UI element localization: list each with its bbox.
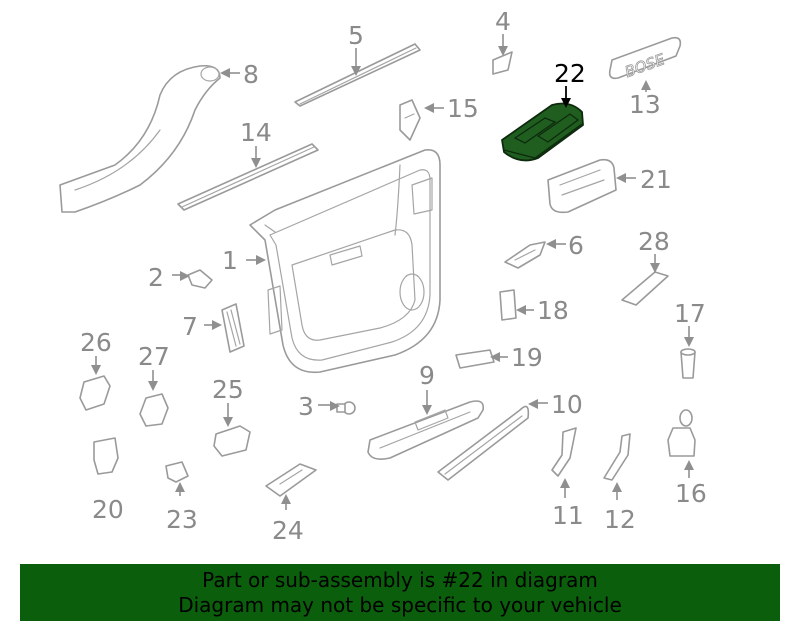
leader-lines — [91, 34, 694, 510]
callout-21: 21 — [640, 165, 672, 194]
callout-17: 17 — [674, 299, 706, 328]
callout-7: 7 — [182, 312, 198, 341]
callout-18: 18 — [537, 296, 569, 325]
callout-6: 6 — [568, 231, 584, 260]
callout-11: 11 — [552, 501, 584, 530]
part-8-weatherstrip — [59, 64, 221, 213]
callout-22-highlighted: 22 — [554, 59, 586, 88]
callout-3: 3 — [298, 392, 314, 421]
part-22-switch-bezel-highlighted — [501, 102, 584, 162]
part-28-trim — [621, 271, 669, 306]
part-13-emblem: BOSE — [608, 36, 682, 82]
part-5-belt-molding — [294, 43, 421, 107]
callout-14: 14 — [240, 118, 272, 147]
banner-line-2: Diagram may not be specific to your vehi… — [178, 593, 622, 617]
part-16-bulb-socket — [667, 409, 696, 457]
part-3-screw — [336, 401, 356, 415]
part-10-molding — [437, 405, 530, 481]
part-21-window-switch — [547, 158, 617, 214]
callout-26: 26 — [80, 328, 112, 357]
callout-labels: 1 2 3 4 5 6 7 8 9 10 11 12 13 14 15 16 1… — [80, 7, 707, 545]
part-27-switch — [139, 393, 169, 427]
callout-13: 13 — [629, 90, 661, 119]
part-11-bracket — [551, 427, 577, 477]
callout-10: 10 — [551, 390, 583, 419]
part-12-bracket — [603, 433, 631, 481]
part-17-bulb — [680, 348, 696, 379]
part-4-clip — [492, 51, 513, 75]
part-9-armrest — [367, 400, 485, 460]
part-25-switch — [213, 425, 251, 457]
callout-15: 15 — [447, 94, 479, 123]
callout-27: 27 — [138, 342, 170, 371]
part-18-switch — [499, 289, 517, 321]
part-6-handle-bracket — [504, 241, 546, 269]
part-23-clip — [165, 461, 189, 483]
banner-line-1: Part or sub-assembly is #22 in diagram — [202, 568, 598, 592]
callout-24: 24 — [272, 516, 304, 545]
callout-5: 5 — [348, 21, 364, 50]
callout-9: 9 — [419, 361, 435, 390]
callout-4: 4 — [495, 7, 511, 36]
callout-1: 1 — [222, 246, 238, 275]
part-14-molding — [177, 143, 319, 211]
callout-23: 23 — [166, 505, 198, 534]
part-20-switch — [93, 437, 119, 475]
callout-16: 16 — [675, 479, 707, 508]
callout-25: 25 — [212, 375, 244, 404]
part-26-switch — [79, 375, 111, 411]
callout-19: 19 — [511, 343, 543, 372]
part-1-door-trim-panel — [249, 148, 441, 374]
callout-8: 8 — [243, 60, 259, 89]
part-2-clip — [187, 269, 213, 289]
callout-2: 2 — [148, 263, 164, 292]
parts-diagram: BOSE — [59, 7, 707, 545]
callout-20: 20 — [92, 495, 124, 524]
info-banner: Part or sub-assembly is #22 in diagram D… — [20, 564, 780, 621]
part-19-lamp — [455, 349, 495, 369]
part-15-bracket — [399, 99, 421, 141]
callout-12: 12 — [604, 505, 636, 534]
part-7-grille — [221, 303, 245, 353]
callout-28: 28 — [638, 227, 670, 256]
part-24-handle-bezel — [265, 463, 317, 497]
